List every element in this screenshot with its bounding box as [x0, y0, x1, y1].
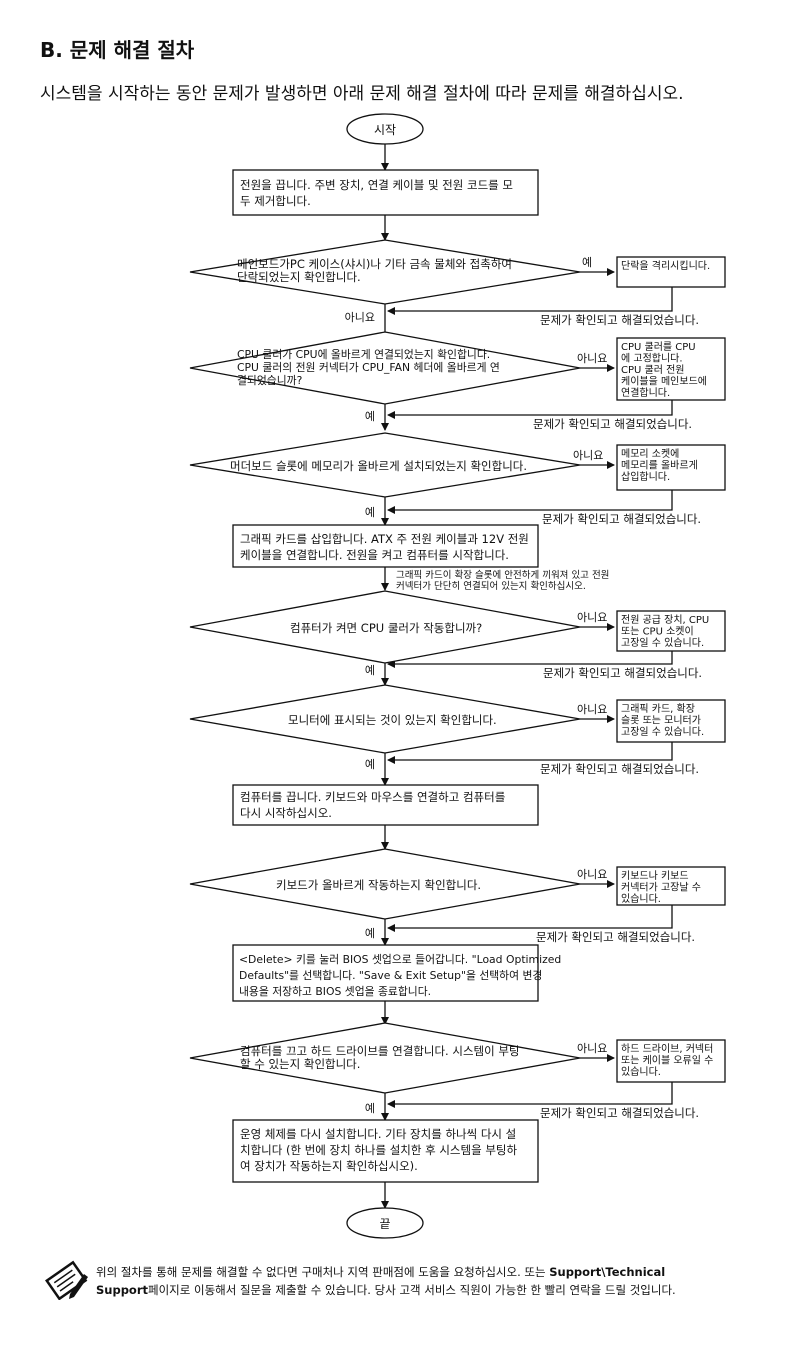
check-short-resolved-text: 문제가 확인되고 해결되었습니다. — [540, 313, 699, 327]
check-memory-fix-box — [616, 444, 726, 491]
support-note-text-2: 페이지로 이동해서 질문을 제출할 수 있습니다. 당사 고객 서비스 직원이 … — [148, 1283, 676, 1297]
check-monitor-return-arrow — [387, 742, 673, 764]
check-memory-text: 머더보드 슬롯에 메모리가 올바르게 설치되었는지 확인합니다. — [230, 459, 527, 473]
step-bios-box — [232, 944, 539, 1002]
check-cpu-cooler-text: CPU 쿨러가 CPU에 올바르게 연결되었는지 확인합니다.CPU 쿨러의 전… — [237, 348, 500, 387]
check-cpu-fan-down-label: 예 — [365, 664, 375, 677]
check-memory-return-arrow — [387, 490, 673, 514]
check-keyboard-fix-box — [616, 866, 726, 906]
note-pencil-icon — [45, 1260, 88, 1300]
support-note-text-1: 위의 절차를 통해 문제를 해결할 수 없다면 구매처나 지역 판매점에 도움을… — [96, 1265, 550, 1279]
check-cpu-fan-diamond — [189, 590, 581, 664]
support-path-1: Support\Technical — [549, 1265, 666, 1279]
check-short-down-label: 아니요 — [345, 311, 375, 324]
check-monitor-side-label: 아니요 — [577, 703, 607, 716]
check-monitor-resolved-text: 문제가 확인되고 해결되었습니다. — [540, 762, 699, 776]
start-label: 시작 — [374, 123, 396, 137]
check-keyboard-text: 키보드가 올바르게 작동하는지 확인합니다. — [276, 878, 481, 892]
check-memory-resolved-text: 문제가 확인되고 해결되었습니다. — [542, 512, 701, 526]
end-terminator — [346, 1207, 424, 1239]
check-short-return-arrow — [387, 287, 673, 315]
check-cpu-cooler-resolved-text: 문제가 확인되고 해결되었습니다. — [533, 417, 692, 431]
check-short-diamond — [189, 239, 581, 305]
check-monitor-diamond — [189, 684, 581, 754]
check-keyboard-resolved-text: 문제가 확인되고 해결되었습니다. — [536, 930, 695, 944]
check-hdd-resolved-text: 문제가 확인되고 해결되었습니다. — [540, 1106, 699, 1120]
check-cpu-fan-return-arrow — [387, 651, 673, 668]
section-title: B. 문제 해결 절차 — [40, 38, 195, 62]
check-memory-diamond — [189, 432, 581, 498]
end-label: 끝 — [379, 1217, 390, 1231]
step-reinstall-box — [232, 1119, 539, 1183]
check-hdd-side-label: 아니요 — [577, 1042, 607, 1055]
check-monitor-fix-box — [616, 699, 726, 743]
check-cpu-cooler-down-label: 예 — [365, 410, 375, 423]
step-graphics-box — [232, 524, 539, 568]
check-keyboard-diamond — [189, 848, 581, 920]
support-note: 위의 절차를 통해 문제를 해결할 수 없다면 구매처나 지역 판매점에 도움을… — [96, 1263, 768, 1299]
check-short-fix-box — [616, 256, 726, 288]
check-keyboard-side-label: 아니요 — [577, 868, 607, 881]
check-cpu-cooler-return-arrow — [387, 400, 673, 419]
check-hdd-return-arrow — [387, 1082, 673, 1108]
check-cpu-fan-resolved-text: 문제가 확인되고 해결되었습니다. — [543, 666, 702, 680]
check-short-side-label: 예 — [582, 256, 592, 269]
check-cpu-fan-text: 컴퓨터가 켜면 CPU 쿨러가 작동합니까? — [290, 621, 482, 635]
step-bios-text: <Delete> 키를 눌러 BIOS 셋업으로 들어갑니다. "Load Op… — [239, 953, 561, 998]
check-cpu-fan-side-label: 아니요 — [577, 611, 607, 624]
support-path-2: Support — [96, 1283, 149, 1297]
check-memory-side-label: 아니요 — [573, 449, 603, 462]
step-keyboard-box — [232, 784, 539, 826]
check-memory-down-label: 예 — [365, 506, 375, 519]
check-monitor-down-label: 예 — [365, 758, 375, 771]
intro-text: 시스템을 시작하는 동안 문제가 발생하면 아래 문제 해결 절차에 따라 문제… — [40, 84, 684, 104]
check-cpu-cooler-side-label: 아니요 — [577, 352, 607, 365]
check-keyboard-return-arrow — [387, 905, 673, 932]
start-terminator — [346, 113, 424, 145]
check-cpu-fan-fix-box — [616, 610, 726, 652]
check-cpu-cooler-fix-box — [616, 337, 726, 401]
check-keyboard-down-label: 예 — [365, 927, 375, 940]
check-hdd-fix-box — [616, 1039, 726, 1083]
check-hdd-down-label: 예 — [365, 1102, 375, 1115]
check-monitor-text: 모니터에 표시되는 것이 있는지 확인합니다. — [288, 713, 497, 727]
step-power-off-box — [232, 169, 539, 216]
check-cpu-cooler-diamond — [189, 331, 581, 405]
check-short-fix-text: 단락을 격리시킵니다. — [621, 259, 710, 272]
check-hdd-diamond — [189, 1022, 581, 1094]
